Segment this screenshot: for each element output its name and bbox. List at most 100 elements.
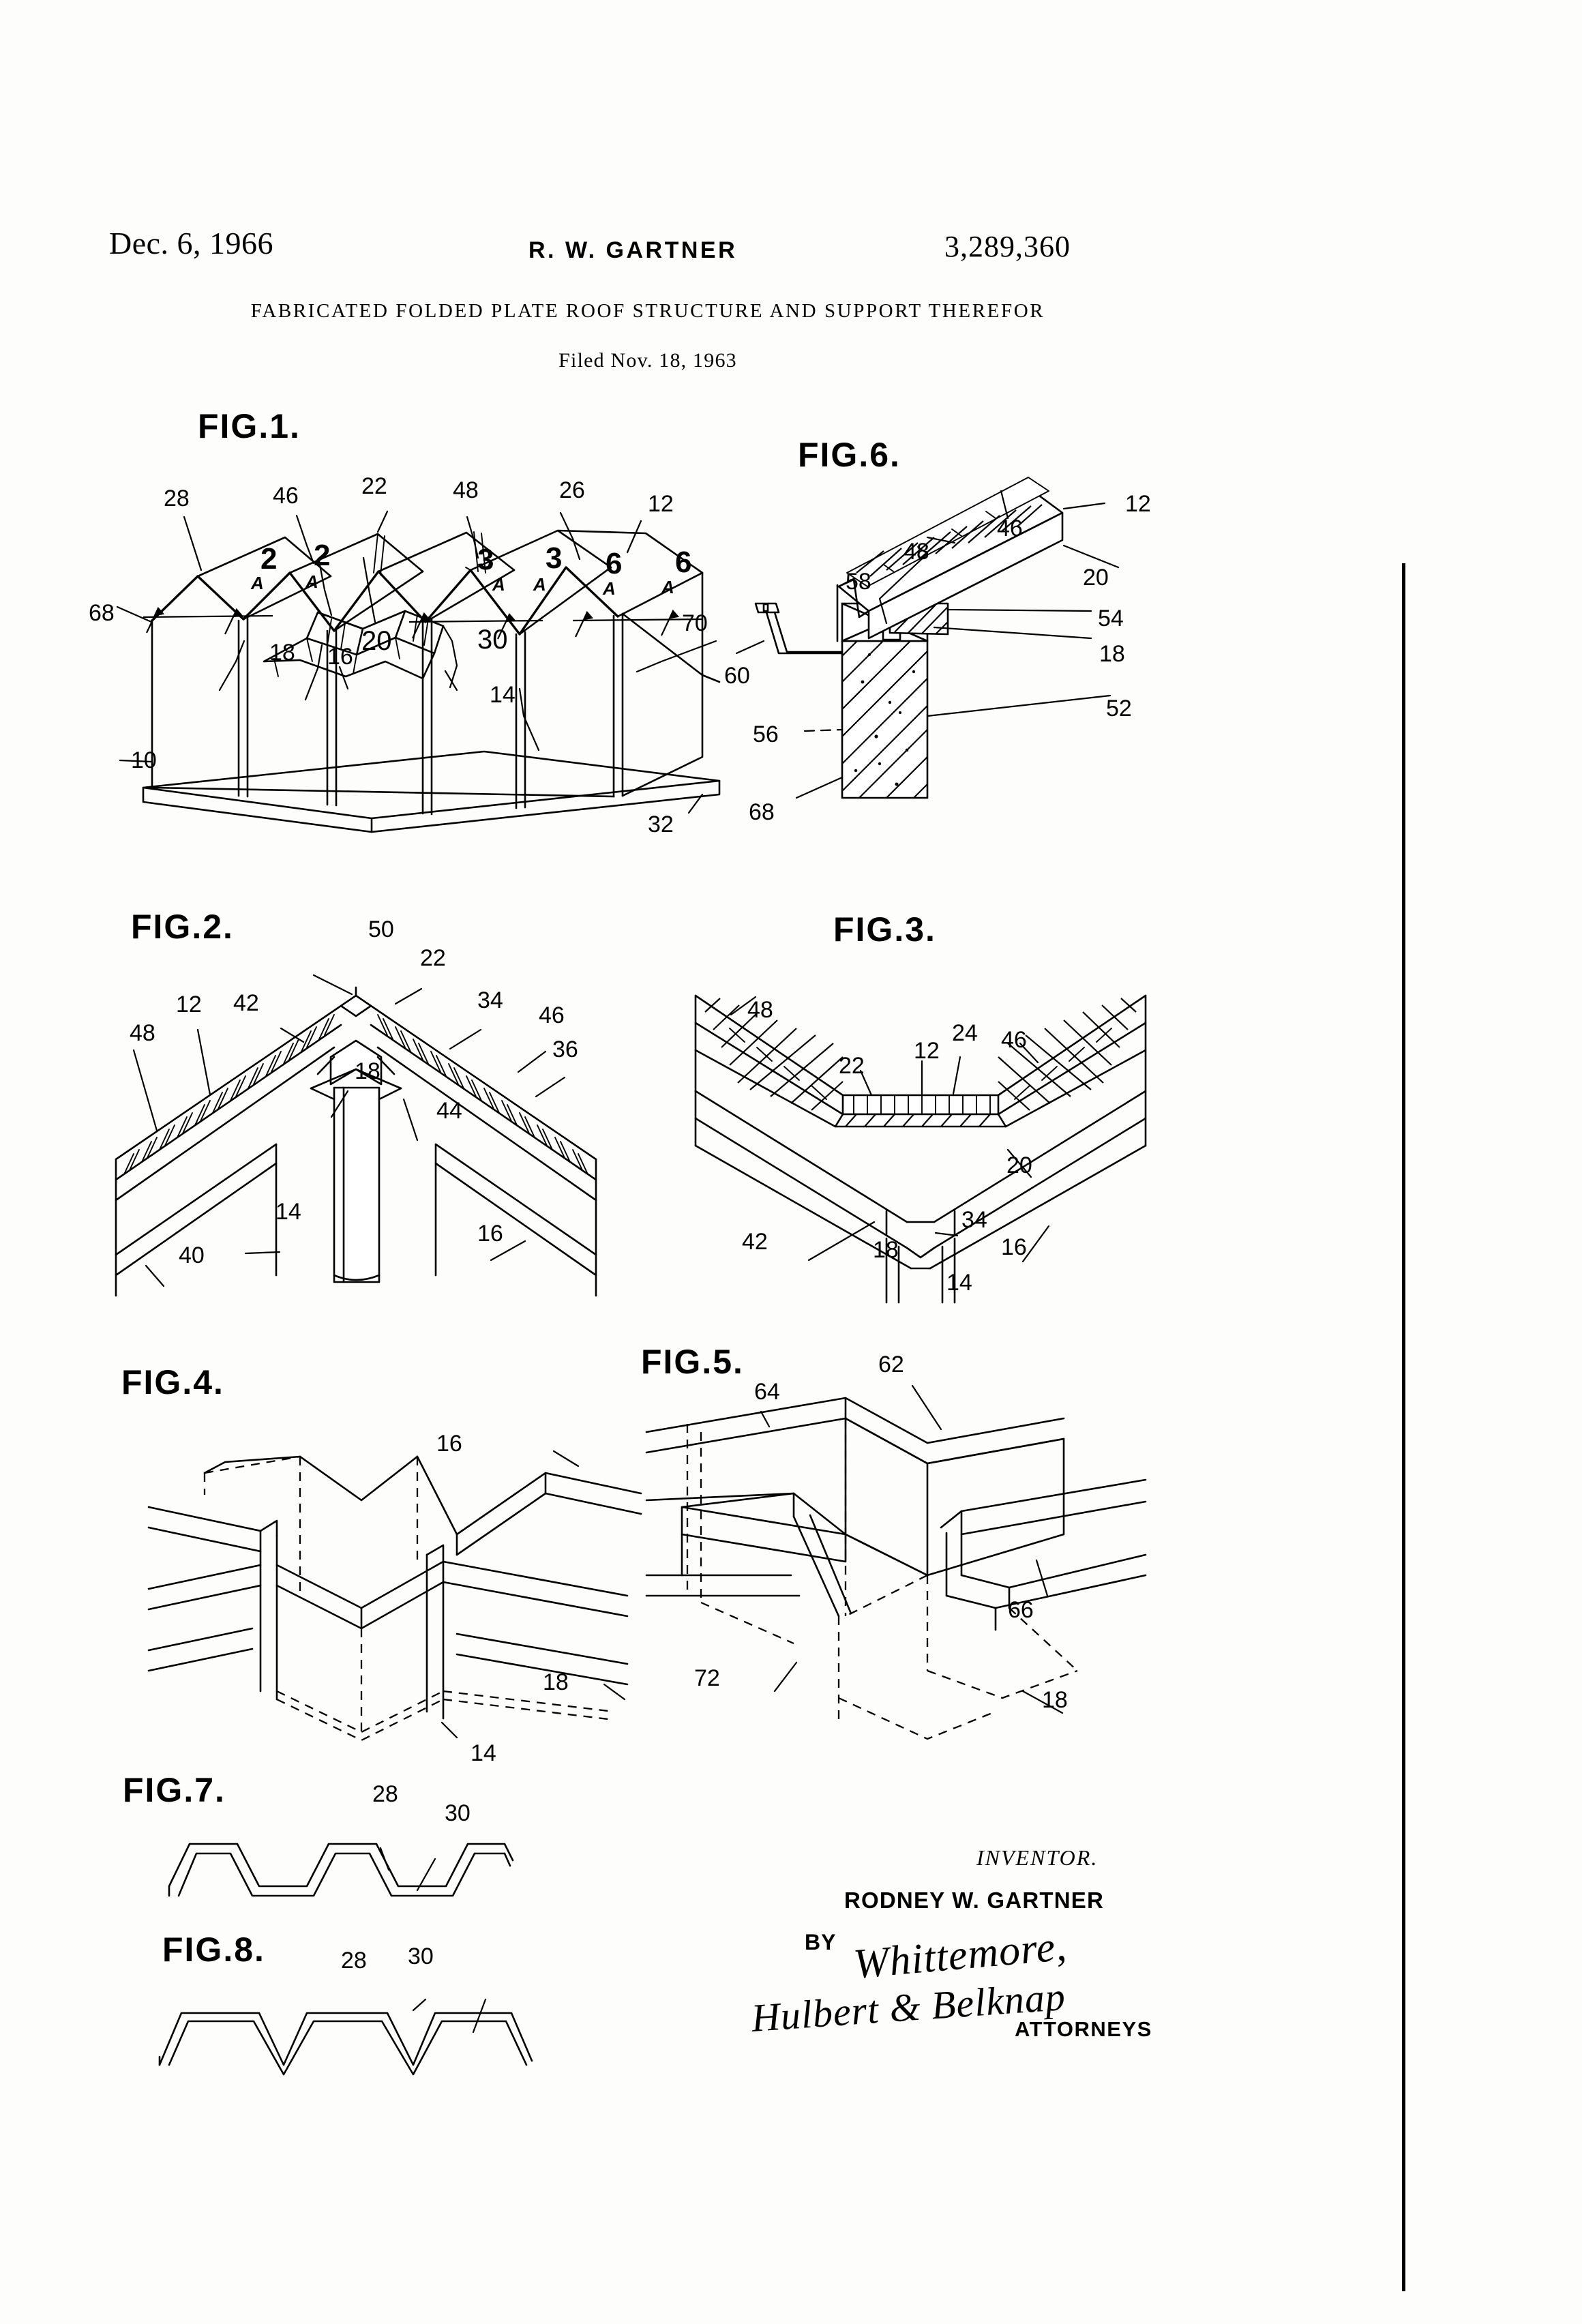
fig8-label: FIG.8. — [162, 1931, 265, 1969]
fig1-label: FIG.1. — [198, 407, 301, 445]
fig7-ref-30: 30 — [445, 1800, 471, 1826]
fig5-label: FIG.5. — [641, 1343, 744, 1381]
fig8-profile — [158, 1998, 533, 2076]
fig2-ref-16: 16 — [477, 1221, 503, 1247]
fig1-ref-30: 30 — [477, 625, 508, 655]
sheet-margin-rule — [1402, 563, 1405, 2291]
fig1-ref-20: 20 — [361, 626, 392, 656]
fig5-ref-18: 18 — [1042, 1687, 1068, 1713]
filing-date: Filed Nov. 18, 1963 — [558, 349, 737, 372]
fig3-ref-46: 46 — [1001, 1027, 1027, 1053]
fig1-section-3a-num: 3 — [477, 543, 494, 576]
fig1-ref-14: 14 — [490, 682, 516, 708]
fig1-section-2a-num: 2 — [260, 542, 278, 576]
fig2-ref-50: 50 — [368, 917, 394, 942]
fig7-profile — [168, 1843, 514, 1897]
fig6-ref-68: 68 — [749, 799, 775, 825]
fig1-ref-70: 70 — [682, 610, 708, 636]
fig1-ref-68: 68 — [89, 600, 115, 626]
fig5-drawing — [645, 1384, 1147, 1740]
fig2-ref-40: 40 — [179, 1242, 205, 1268]
fig4-ref-16: 16 — [436, 1431, 462, 1457]
fig5-ref-66: 66 — [1008, 1597, 1034, 1623]
publication-date: Dec. 6, 1966 — [109, 226, 274, 260]
fig4-ref-18: 18 — [543, 1669, 569, 1695]
fig3-ref-24: 24 — [952, 1020, 978, 1046]
fig5-ref-64: 64 — [754, 1379, 780, 1405]
fig1-section-3b-letter: A — [533, 574, 546, 595]
fig3-ref-12: 12 — [914, 1038, 940, 1064]
fig6-ref-58: 58 — [846, 569, 871, 595]
fig5-ref-72: 72 — [694, 1665, 720, 1691]
fig2-ref-46: 46 — [539, 1002, 565, 1028]
fig1-ref-12: 12 — [648, 491, 674, 517]
fig1-ref-28: 28 — [164, 486, 190, 511]
fig2-ref-22: 22 — [420, 945, 446, 971]
patent-title: FABRICATED FOLDED PLATE ROOF STRUCTURE A… — [250, 300, 1045, 322]
fig2-ref-48: 48 — [130, 1020, 155, 1046]
fig7-label: FIG.7. — [123, 1771, 226, 1809]
fig6-label: FIG.6. — [798, 436, 901, 474]
fig2-ref-34: 34 — [477, 987, 503, 1013]
fig3-ref-48: 48 — [747, 997, 773, 1023]
fig3-ref-34: 34 — [961, 1207, 987, 1233]
fig7-ref-28: 28 — [372, 1781, 398, 1807]
fig6-ref-46: 46 — [997, 516, 1023, 541]
fig2-drawing — [115, 974, 597, 1297]
fig6-drawing — [735, 477, 1120, 799]
fig6-ref-12: 12 — [1125, 491, 1151, 517]
fig1-drawing — [116, 510, 721, 833]
fig1-section-6b-letter: A — [661, 577, 674, 597]
fig8-ref-28: 28 — [341, 1948, 367, 1973]
fig3-ref-14: 14 — [946, 1270, 972, 1296]
fig6-ref-54: 54 — [1098, 606, 1124, 631]
fig4-ref-14: 14 — [471, 1740, 496, 1766]
fig3-ref-22: 22 — [839, 1053, 865, 1079]
fig1-ref-16: 16 — [327, 644, 353, 670]
fig3-ref-16: 16 — [1001, 1234, 1027, 1260]
fig1-section-3a-letter: A — [492, 574, 505, 595]
fig3-ref-42: 42 — [742, 1229, 768, 1255]
fig2-ref-42: 42 — [233, 990, 259, 1016]
fig8-ref-30: 30 — [408, 1943, 434, 1969]
fig1-ref-32: 32 — [648, 811, 674, 837]
inventor-header: R. W. GARTNER — [528, 237, 738, 263]
inventor-name: RODNEY W. GARTNER — [844, 1888, 1104, 1913]
fig1-section-3b-num: 3 — [546, 541, 563, 575]
fig6-ref-60: 60 — [724, 663, 750, 689]
fig3-label: FIG.3. — [833, 910, 936, 949]
fig1-section-6b-num: 6 — [675, 546, 692, 579]
fig2-ref-14: 14 — [275, 1199, 301, 1225]
fig2-ref-18: 18 — [355, 1058, 380, 1084]
fig1-ref-22: 22 — [361, 473, 387, 499]
fig1-section-2a-letter: A — [251, 573, 264, 593]
inventor-caption: INVENTOR. — [976, 1845, 1099, 1870]
fig3-ref-20: 20 — [1006, 1152, 1032, 1178]
fig1-section-2b-num: 2 — [314, 539, 331, 572]
fig5-ref-62: 62 — [878, 1352, 904, 1377]
fig1-ref-46: 46 — [273, 483, 299, 509]
fig1-ref-10: 10 — [131, 747, 157, 773]
fig2-ref-44: 44 — [436, 1098, 462, 1124]
attorneys-label: ATTORNEYS — [1015, 2017, 1152, 2041]
fig6-ref-48: 48 — [904, 539, 929, 565]
fig6-ref-18: 18 — [1099, 641, 1125, 667]
fig6-ref-52: 52 — [1106, 696, 1132, 721]
fig6-ref-56: 56 — [753, 721, 779, 747]
fig1-section-6a-num: 6 — [606, 547, 623, 580]
fig4-label: FIG.4. — [121, 1363, 224, 1401]
fig1-section-6a-letter: A — [603, 578, 616, 599]
patent-number: 3,289,360 — [944, 230, 1071, 263]
fig4-drawing — [147, 1450, 642, 1742]
fig2-label: FIG.2. — [131, 908, 234, 946]
fig1-ref-48: 48 — [453, 477, 479, 503]
fig6-ref-20: 20 — [1083, 565, 1109, 591]
fig2-ref-36: 36 — [552, 1037, 578, 1062]
fig3-ref-18: 18 — [873, 1237, 899, 1263]
fig3-drawing — [694, 994, 1147, 1304]
fig1-section-2b-letter: A — [305, 571, 318, 592]
by-label: BY — [805, 1930, 837, 1954]
fig1-ref-26: 26 — [559, 477, 585, 503]
fig2-ref-12: 12 — [176, 992, 202, 1017]
fig1-ref-18: 18 — [269, 640, 295, 666]
